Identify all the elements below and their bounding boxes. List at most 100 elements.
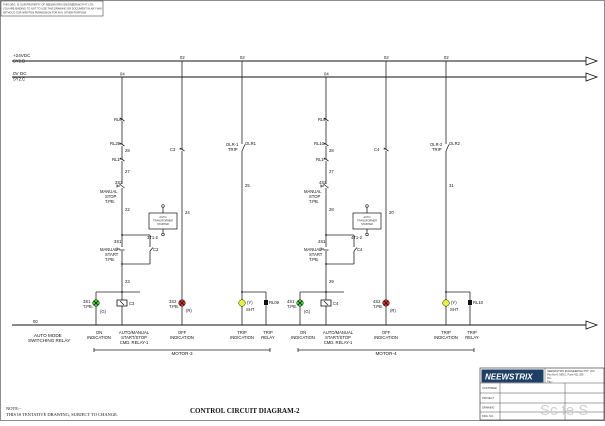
trip-relay-tag: RL10 xyxy=(473,300,484,305)
coil-diagonal xyxy=(323,300,329,306)
caption-1-line-0: AUTO/MANUAL xyxy=(119,330,150,335)
bottom-bus-arrow xyxy=(585,320,599,330)
watermark: Sc te S xyxy=(540,402,588,419)
positive-bus: +24VDC SY2.B xyxy=(12,53,599,66)
trip-lamp-tag: (Y) xyxy=(247,300,253,305)
ol-contact-blade xyxy=(119,117,125,122)
timer-box-line-3: STARTER xyxy=(157,222,169,226)
off-lamp-tag: 4S2 xyxy=(373,299,381,304)
trip-relay-tag: RL09 xyxy=(269,300,280,305)
aux-contact-tag: C3 xyxy=(170,147,176,152)
rl-wire-label: 28 xyxy=(125,148,130,153)
timer-terminal xyxy=(161,204,165,208)
relay-wire-label: 27 xyxy=(329,169,334,174)
caption-3-line-1: INDICATION xyxy=(434,335,458,340)
start-button-tag: 3S1 xyxy=(114,239,122,244)
diagram-title: CONTROL CIRCUIT DIAGRAM-2 xyxy=(190,407,300,415)
caption-4-line-0: TRIP xyxy=(263,330,273,335)
timer-wire-label: 24 xyxy=(185,210,190,215)
caption-2-line-0: OFF xyxy=(178,330,187,335)
caption-1-line-2: CMD. RELAY-1 xyxy=(324,340,353,345)
relay-contact-blade xyxy=(119,157,125,162)
caption-4-line-0: TRIP xyxy=(467,330,477,335)
caption-3-line-0: TRIP xyxy=(441,330,451,335)
trip-aux-tag: OLR1 xyxy=(245,141,257,146)
stop-wire-label: 28 xyxy=(329,207,334,212)
trip-wire-label: 31 xyxy=(449,183,454,188)
trip-lamp-tag: (Y) xyxy=(451,300,457,305)
company-line-1: NEEWASTRIX ENGINEERING PVT. LTD. xyxy=(547,369,596,373)
aux-contact-blade xyxy=(179,147,185,152)
negative-bus-label: 0V DC xyxy=(13,71,27,76)
aux-contact-blade xyxy=(383,147,389,152)
off-lamp-sub: T.PB. xyxy=(169,304,179,309)
timer-contact-terminal xyxy=(161,232,165,237)
off-lamp-color: (R) xyxy=(390,308,396,313)
start-label-line-3: T.PB. xyxy=(309,257,319,262)
title-row-customer: CUSTOMER xyxy=(482,386,497,390)
start-label-line-2: START xyxy=(309,252,323,257)
auto-mode-wire: 00 xyxy=(33,319,38,324)
trip-relay-coil xyxy=(264,300,268,305)
caption-0-line-1: INDICATION xyxy=(291,335,315,340)
on-lamp-color: (G) xyxy=(304,309,311,314)
coil-diagonal xyxy=(119,300,125,306)
motor-name: MOTOR-4 xyxy=(375,351,397,356)
notice-box xyxy=(0,0,104,17)
hold-contact-blade xyxy=(149,247,154,252)
off-lamp-cross-b xyxy=(179,300,185,306)
bus-wire-label-main: 04 xyxy=(324,72,329,77)
relay-contact-blade xyxy=(323,157,329,162)
caption-2-line-1: INDICATION xyxy=(170,335,194,340)
caption-0-line-1: INDICATION xyxy=(87,335,111,340)
rl-contact-blade xyxy=(323,142,329,147)
trip-contact-blade xyxy=(241,144,246,152)
hold-contact-tag: C4 xyxy=(357,247,363,252)
rl-contact-blade xyxy=(119,142,125,147)
relay-wire-label: 27 xyxy=(125,169,130,174)
notes-heading: NOTE:- xyxy=(6,406,21,411)
relay-contact-tag: RL1 xyxy=(316,157,324,162)
aux-contact-tag: C4 xyxy=(374,147,380,152)
company-line-3: Tel:- xyxy=(547,376,552,380)
caption-0-line-0: ON xyxy=(300,330,306,335)
bus-wire-label-aux: 02 xyxy=(180,55,185,60)
bus-wire-label-trip: 02 xyxy=(444,55,449,60)
company-logo xyxy=(481,369,544,383)
bus-wire-label-trip: 02 xyxy=(240,55,245,60)
start-label-line-1: MANUAL xyxy=(304,247,322,252)
common-wire-label: 23 xyxy=(125,279,130,284)
stop-button-tag: 3S2 xyxy=(115,180,123,185)
positive-bus-label: +24VDC xyxy=(13,53,31,58)
trip-contact-line-2: TRIP xyxy=(432,147,442,152)
caption-3-line-1: INDICATION xyxy=(230,335,254,340)
caption-1-line-0: AUTO/MANUAL xyxy=(323,330,354,335)
caption-4-line-1: RELAY xyxy=(261,335,275,340)
stop-label-line-2: STOP xyxy=(309,194,321,199)
hold-contact-tag: C3 xyxy=(153,247,159,252)
caption-2-line-1: INDICATION xyxy=(374,335,398,340)
common-wire-label: 29 xyxy=(329,279,334,284)
caption-3-line-0: TRIP xyxy=(237,330,247,335)
company-logo-text: NEEWSTRIX xyxy=(485,373,533,382)
auto-mode-line-2: SWITCHING RELAY xyxy=(28,338,70,343)
stop-button-blade xyxy=(323,183,329,189)
caption-4-line-1: RELAY xyxy=(465,335,479,340)
negative-bus-arrow xyxy=(585,72,599,82)
title-row-project: PROJECT xyxy=(482,396,495,400)
motor-name: MOTOR-3 xyxy=(171,351,193,356)
on-lamp-tag: 3S1 xyxy=(83,299,91,304)
title-row-drg-no: DRG. NO. xyxy=(482,414,494,418)
bus-wire-label-aux: 02 xyxy=(384,55,389,60)
negative-bus: 0V DC SY2.C xyxy=(12,71,599,82)
timer-box-line-1: AUTO xyxy=(363,215,370,219)
caption-0-line-0: ON xyxy=(96,330,102,335)
ol-contact-blade xyxy=(323,117,329,122)
negative-bus-sub: SY2.C xyxy=(13,77,25,82)
timer-box-line-1: AUTO xyxy=(159,215,166,219)
trip-contact-line-1: OLR-2 xyxy=(430,142,443,147)
timer-box-line-3: STARTER xyxy=(361,222,373,226)
